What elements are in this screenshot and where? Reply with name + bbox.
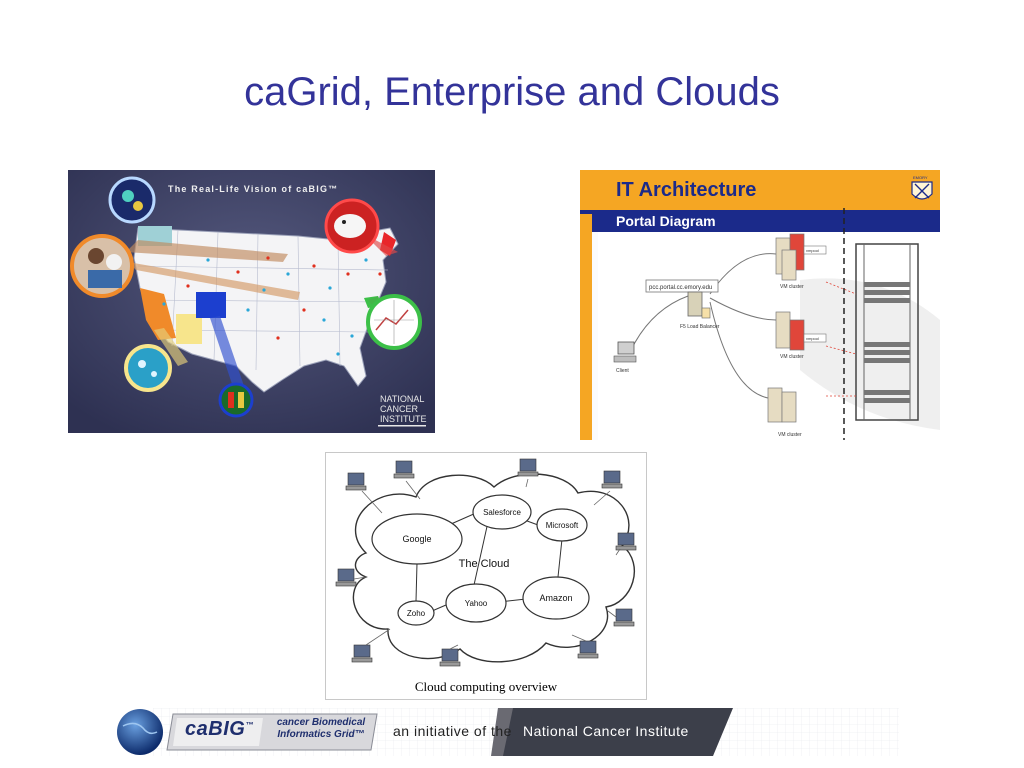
svg-text:CANCER: CANCER (380, 404, 419, 414)
inset-circle-patient (70, 234, 134, 298)
cabig-logo-text: caBIG™ (185, 718, 254, 740)
initiative-text: an initiative of the (393, 723, 512, 739)
arch-title: IT Architecture (616, 179, 756, 201)
svg-text:Zoho: Zoho (407, 609, 426, 618)
cabig-full-name: cancer Biomedical Informatics Grid™ (276, 717, 366, 740)
it-architecture-image: IT Architecture EMORY Portal Diagram pcc… (580, 170, 940, 440)
svg-text:VM cluster: VM cluster (780, 354, 804, 360)
svg-text:Salesforce: Salesforce (483, 508, 521, 517)
node-zoho: Zoho (397, 600, 435, 626)
highlight-arizona (176, 314, 202, 344)
svg-text:Amazon: Amazon (539, 593, 572, 603)
cloud-caption: Cloud computing overview (414, 679, 558, 694)
map-heading: The Real-Life Vision of caBIG™ (168, 184, 338, 194)
connector-beams (126, 228, 398, 390)
cloud-computing-figure: Google Salesforce Microsoft Amazon Yahoo… (325, 452, 647, 700)
client-computer-icon (613, 341, 637, 363)
load-balancer-icon (687, 291, 711, 319)
cloud-center-label: The Cloud (459, 558, 510, 570)
inset-circle-research (108, 176, 156, 224)
arch-subtitle: Portal Diagram (616, 213, 716, 229)
svg-text:EMORY: EMORY (913, 175, 928, 180)
svg-text:VM cluster: VM cluster (780, 284, 804, 290)
node-amazon: Amazon (522, 576, 590, 620)
cabig-vision-map-image: The Real-Life Vision of caBIG™ (68, 170, 435, 433)
svg-text:vmpool: vmpool (806, 248, 819, 253)
vm-cluster-3: VM cluster (767, 387, 802, 438)
site-dots (162, 256, 382, 356)
svg-text:VM cluster: VM cluster (778, 432, 802, 438)
svg-text:Microsoft: Microsoft (546, 521, 579, 530)
svg-text:vmpool: vmpool (806, 336, 819, 341)
node-salesforce: Salesforce (472, 494, 532, 530)
emory-emblem: EMORY (910, 174, 934, 204)
svg-text:INSTITUTE: INSTITUTE (380, 414, 427, 424)
client-label: Client (616, 368, 629, 374)
server-rack (855, 243, 919, 421)
highlight-california (140, 288, 176, 340)
highlight-colorado (196, 292, 226, 318)
load-balancer-label: F5 Load Balancer (680, 324, 720, 330)
client-links (353, 478, 621, 650)
nci-band (498, 708, 733, 756)
svg-text:Yahoo: Yahoo (465, 599, 488, 608)
node-microsoft: Microsoft (536, 508, 588, 542)
inset-circle-microarray (218, 382, 254, 418)
footer-banner: caBIG™ cancer Biomedical Informatics Gri… (113, 708, 899, 756)
nci-name: National Cancer Institute (523, 723, 689, 739)
globe-icon (117, 709, 163, 755)
node-yahoo: Yahoo (445, 583, 507, 623)
inset-circle-cells (124, 344, 172, 392)
svg-text:NATIONAL: NATIONAL (380, 394, 424, 404)
svg-text:Google: Google (402, 534, 431, 544)
vm-cluster-2: vmpool VM cluster (775, 311, 827, 360)
slide-title: caGrid, Enterprise and Clouds (244, 70, 780, 114)
rack-connectors (825, 281, 857, 397)
inset-circle-mouse (324, 198, 380, 254)
node-google: Google (371, 513, 463, 565)
nci-logo: NATIONAL CANCER INSTITUTE (378, 394, 427, 427)
vm-cluster-1: vmpool VM cluster (775, 233, 827, 290)
host-label: pcc.portal.cc.emory.edu (649, 285, 712, 291)
inset-circle-chart (366, 294, 422, 350)
